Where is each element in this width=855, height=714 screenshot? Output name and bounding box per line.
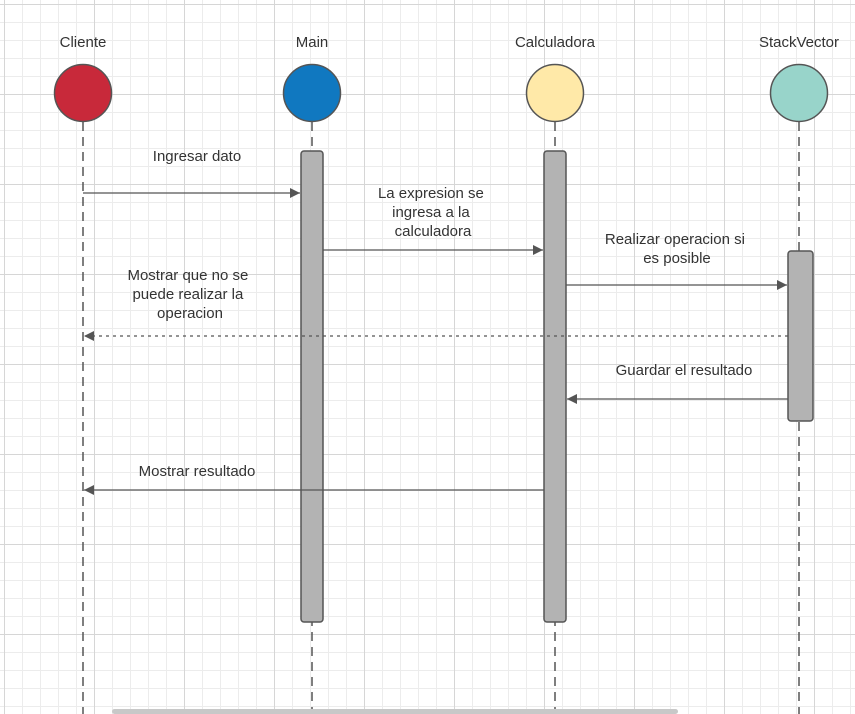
participant-calculadora[interactable]: Calculadora (515, 34, 596, 123)
message-label: Mostrar que no se puede realizar la oper… (127, 267, 252, 322)
message-expresion[interactable]: La expresion se ingresa a la calculadora (323, 185, 543, 255)
participant-label-main: Main (296, 34, 329, 51)
participant-circle-cliente (53, 63, 113, 123)
participant-cliente[interactable]: Cliente (53, 34, 113, 123)
activation-bar-main[interactable] (300, 150, 324, 623)
message-label: Guardar el resultado (616, 362, 753, 379)
horizontal-scrollbar[interactable] (112, 709, 678, 714)
participant-label-cliente: Cliente (60, 34, 107, 51)
participant-label-stackvector: StackVector (759, 34, 839, 51)
participant-main[interactable]: Main (282, 34, 342, 123)
activation-bars (300, 150, 814, 623)
message-label: Mostrar resultado (139, 463, 256, 480)
message-label: Ingresar dato (153, 148, 241, 165)
activation-bar-calculadora[interactable] (543, 150, 567, 623)
activation-bar-stackvector[interactable] (787, 250, 814, 422)
message-guardar-resultado[interactable]: Guardar el resultado (567, 362, 788, 404)
participant-stackvector[interactable]: StackVector (759, 34, 839, 123)
participant-circle-stackvector (769, 63, 829, 123)
message-label: La expresion se ingresa a la calculadora (378, 185, 488, 240)
message-ingresar-dato[interactable]: Ingresar dato (83, 148, 300, 198)
message-no-realizar[interactable]: Mostrar que no se puede realizar la oper… (84, 267, 788, 341)
participant-label-calculadora: Calculadora (515, 34, 596, 51)
message-realizar-operacion[interactable]: Realizar operacion si es posible (566, 231, 787, 290)
participant-circle-main (282, 63, 342, 123)
participant-circle-calculadora (525, 63, 585, 123)
message-mostrar-resultado[interactable]: Mostrar resultado (84, 463, 544, 495)
message-label: Realizar operacion si es posible (605, 231, 749, 267)
